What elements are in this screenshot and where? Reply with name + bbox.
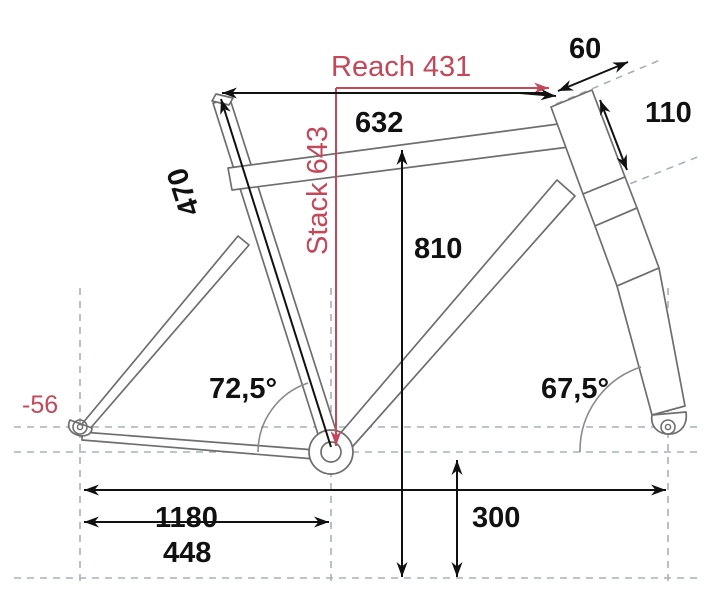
down-tube bbox=[331, 179, 576, 455]
head-angle-label: 67,5° bbox=[541, 373, 609, 405]
front-axle-hub bbox=[660, 419, 676, 435]
angle-arcs bbox=[257, 366, 642, 453]
top-tube-label: 632 bbox=[355, 107, 403, 139]
chainstay-label: 448 bbox=[163, 537, 211, 569]
bb-offset-label: -56 bbox=[22, 391, 58, 419]
rear-axle-hub bbox=[72, 419, 88, 435]
seat-tube-dimension-line bbox=[220, 98, 332, 448]
axle-hubs bbox=[72, 419, 676, 475]
dimension-60-line bbox=[557, 61, 629, 92]
head-tube-dimension bbox=[599, 99, 628, 171]
chainstay bbox=[81, 431, 329, 461]
reach-label: Reach 431 bbox=[331, 51, 471, 83]
fork-lower-blade bbox=[616, 267, 686, 416]
fork-dropout bbox=[651, 411, 687, 435]
head-tube-label: 110 bbox=[645, 97, 692, 129]
head-angle-arc bbox=[579, 366, 642, 453]
stack-label: Stack 643 bbox=[302, 126, 334, 255]
bb-height-label: 300 bbox=[472, 502, 520, 534]
dimension-60 bbox=[557, 61, 629, 92]
seat-tube-label: 470 bbox=[161, 164, 206, 220]
rear-axle-center bbox=[76, 423, 84, 431]
top-tube-dimension-line-right-arrow bbox=[519, 89, 557, 101]
wheelbase-label: 1180 bbox=[155, 502, 218, 534]
height-810-label: 810 bbox=[414, 233, 462, 265]
top-tube-dimension bbox=[222, 87, 557, 101]
dimension-60-label: 60 bbox=[569, 33, 601, 65]
seat-angle-label: 72,5° bbox=[209, 373, 277, 405]
seat-tube-dimension bbox=[220, 98, 332, 448]
head-tube-dimension-line bbox=[599, 99, 628, 171]
front-axle-center bbox=[664, 423, 672, 431]
seat-angle-arc bbox=[257, 382, 309, 453]
